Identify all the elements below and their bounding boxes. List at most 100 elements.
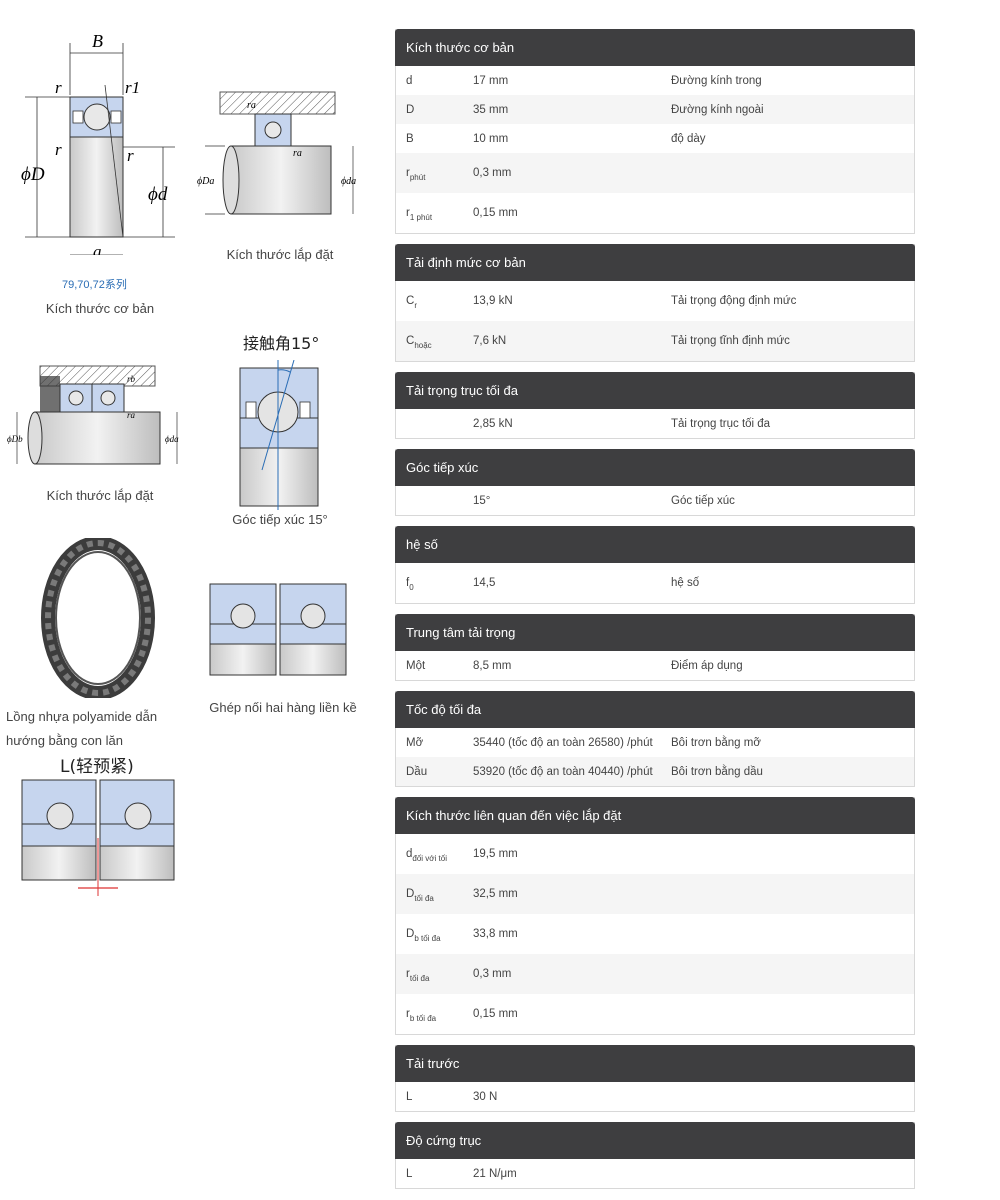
symbol-main: L <box>406 1090 413 1103</box>
section-title: Tải trước <box>395 1045 915 1082</box>
spec-symbol: rphút <box>396 167 473 182</box>
spec-symbol: B <box>396 133 473 145</box>
symbol-subscript: tối đa <box>414 894 434 903</box>
spec-description: Điểm áp dụng <box>671 659 743 672</box>
label-phiD: ϕD <box>21 164 45 185</box>
spec-value: 13,9 kN <box>473 295 513 307</box>
spec-value: 0,15 mm <box>473 207 518 219</box>
section-title: Góc tiếp xúc <box>395 449 915 486</box>
label-ra: ra <box>293 148 302 159</box>
section-title: Trung tâm tải trọng <box>395 614 915 651</box>
symbol-subscript: 0 <box>409 583 414 592</box>
caption-tandem-pair: Ghép nối hai hàng liền kề <box>209 700 357 715</box>
contact-angle-diagram <box>239 360 319 510</box>
spec-row: 2,85 kN Tải trọng trục tối đa <box>396 409 914 438</box>
series-label: 79,70,72系列 <box>62 279 127 291</box>
spec-value: 14,5 <box>473 577 496 589</box>
symbol-main: r <box>406 167 410 179</box>
spec-symbol: dđối với tối <box>396 848 473 863</box>
spec-symbol: Cr <box>396 295 473 310</box>
spec-description: Góc tiếp xúc <box>671 494 735 507</box>
caption-contact-angle: Góc tiếp xúc 15° <box>232 512 328 527</box>
symbol-main: D <box>406 888 415 900</box>
label-r-left: r <box>55 140 62 159</box>
symbol-subscript: b tối đa <box>414 934 441 943</box>
label-r-top: r <box>55 78 62 97</box>
symbol-main: C <box>406 335 415 347</box>
symbol-subscript: 1 phút <box>409 213 433 222</box>
symbol-main: D <box>406 103 415 116</box>
symbol-subscript: đối với tối <box>412 854 447 863</box>
caption-installation-dimensions-pair: Kích thước lắp đặt <box>46 488 154 503</box>
section-title: hệ số <box>395 526 915 563</box>
spec-value: 53920 (tốc độ an toàn 40440) /phút <box>473 765 653 778</box>
spec-value: 35440 (tốc độ an toàn 26580) /phút <box>473 736 653 749</box>
spec-symbol: Choặc <box>396 335 473 350</box>
spec-value: 2,85 kN <box>473 417 513 430</box>
section-title: Tốc độ tối đa <box>395 691 915 728</box>
spec-value: 10 mm <box>473 132 509 145</box>
figures-column: B r r1 r r ϕD ϕd a 79,70,72系列 Kích thước… <box>0 0 380 1200</box>
spec-row: 15°Góc tiếp xúc <box>396 486 914 515</box>
label-phida: ϕda <box>341 176 356 187</box>
label-phiDa: ϕDa <box>197 176 214 187</box>
preload-title: L(轻预紧) <box>60 757 134 777</box>
spec-symbol: f0 <box>396 577 473 592</box>
spec-description: Bôi trơn bằng dầu <box>671 765 763 778</box>
section-title: Tải định mức cơ bản <box>395 244 915 281</box>
spec-value: 0,3 mm <box>473 968 512 980</box>
caption-basic-dimensions: Kích thước cơ bản <box>45 301 155 316</box>
label-a: a <box>93 242 102 255</box>
symbol-main: r <box>406 207 410 219</box>
spec-symbol: Dầu <box>396 766 473 778</box>
contact-angle-title: 接触角15° <box>243 334 320 353</box>
spec-value: 21 N/μm <box>473 1167 517 1180</box>
spec-symbol: L <box>396 1168 473 1180</box>
spec-description: độ dày <box>671 132 706 145</box>
spec-row: rtối đa 0,3 mm <box>396 954 914 994</box>
spec-description: Tải trọng trục tối đa <box>671 417 771 430</box>
light-preload-diagram <box>21 779 175 896</box>
spec-description: Bôi trơn bằng mỡ <box>671 736 761 749</box>
spec-value: 8,5 mm <box>473 659 512 672</box>
symbol-main: L <box>406 1167 413 1180</box>
spec-description: Tải trọng tĩnh định mức <box>671 335 790 347</box>
spec-row: Một 8,5 mm Điểm áp dụng <box>396 651 914 680</box>
spec-value: 19,5 mm <box>473 848 518 860</box>
label-ra-top: ra <box>247 100 256 111</box>
label-phida-pair: ϕda <box>165 434 179 444</box>
installation-dimensions-diagram: ra ra ϕDa ϕda <box>197 91 356 215</box>
symbol-main: Một <box>406 659 426 672</box>
spec-symbol: rb tối đa <box>396 1008 473 1023</box>
caption-installation-dimensions: Kích thước lắp đặt <box>226 247 334 262</box>
basic-dimensions-diagram: B r r1 r r ϕD ϕd a <box>21 31 175 255</box>
label-ra-pair: ra <box>127 410 136 420</box>
symbol-main: r <box>406 968 410 980</box>
spec-description: Đường kính ngoài <box>671 103 764 116</box>
section-title: Độ cứng trục <box>395 1122 915 1159</box>
spec-description: hệ số <box>671 577 700 589</box>
symbol-main: r <box>406 1008 410 1020</box>
spec-description: Tải trọng động định mức <box>671 295 797 307</box>
spec-value: 17 mm <box>473 74 509 87</box>
spec-symbol: L <box>396 1091 473 1103</box>
symbol-subscript: tối đa <box>409 974 430 983</box>
spec-value: 7,6 kN <box>473 335 507 347</box>
